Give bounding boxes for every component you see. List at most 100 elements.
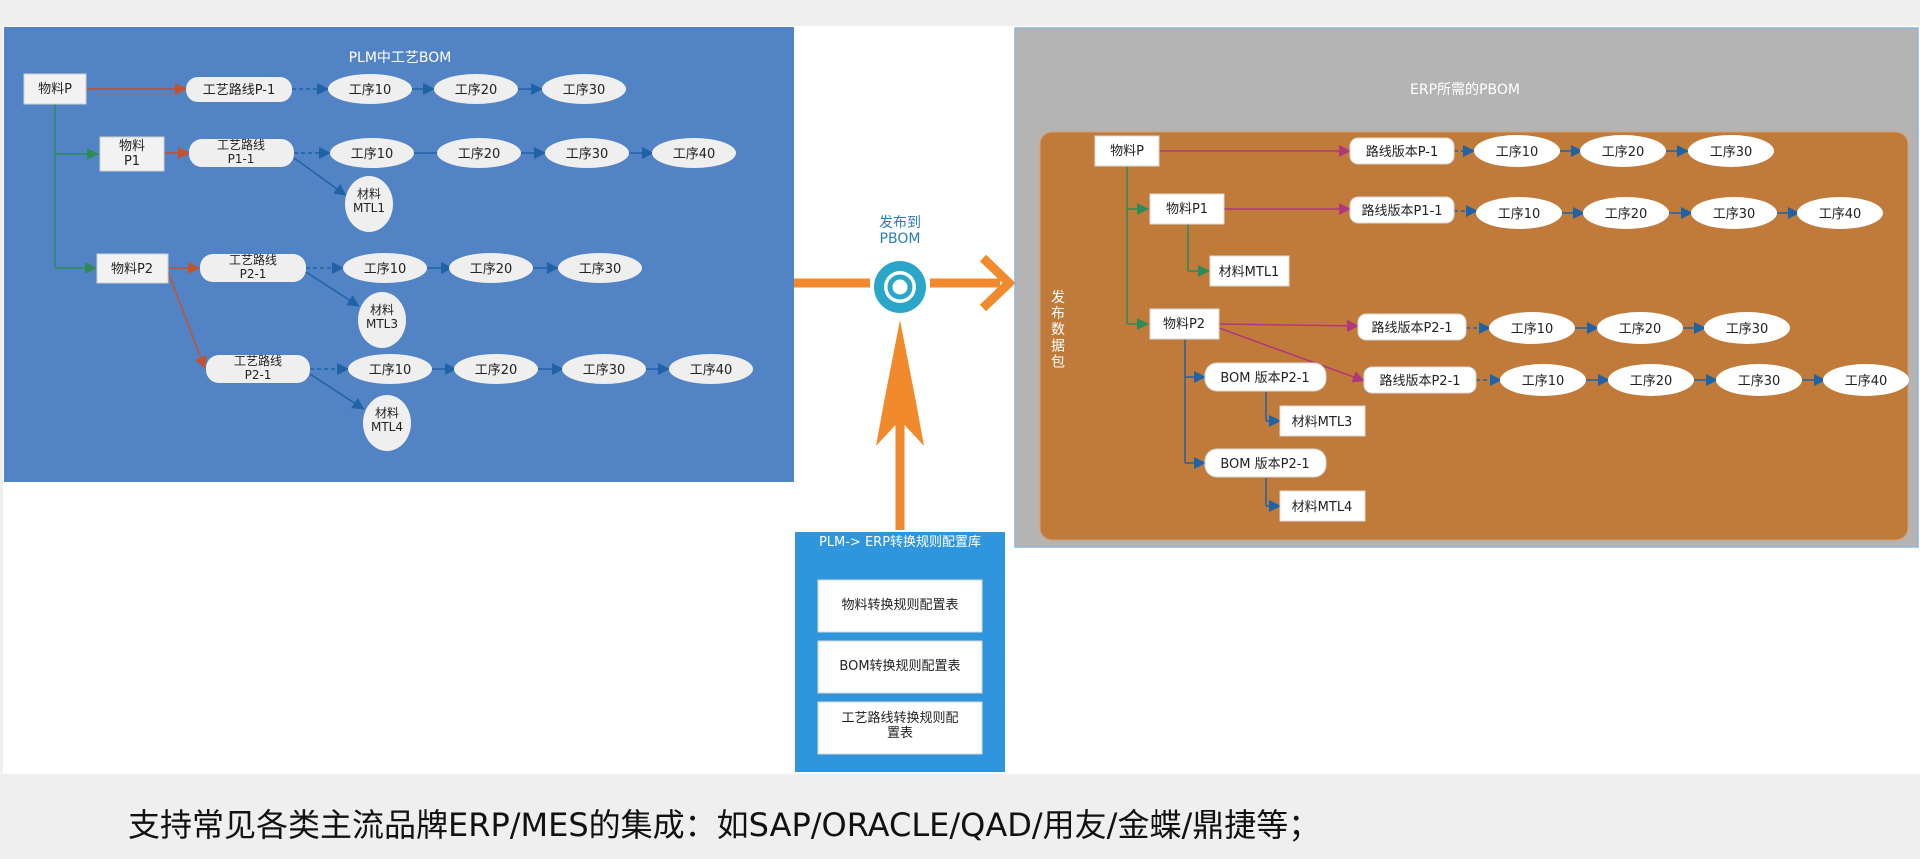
plm-route-p[interactable]: 工艺路线P-1 [186, 77, 292, 102]
op-node[interactable] [652, 138, 736, 168]
op-node[interactable] [1704, 312, 1790, 344]
op-node[interactable] [1608, 364, 1694, 396]
op-label: 工序40 [690, 363, 733, 378]
rule-material[interactable]: 物料转换规则配置表 [817, 579, 983, 633]
op-label: 工序20 [1602, 145, 1645, 160]
erp-route-p2a[interactable]: 路线版本P2-1 [1357, 313, 1467, 341]
svg-text:BOM 版本P2-1: BOM 版本P2-1 [1220, 371, 1309, 386]
op-node[interactable] [330, 138, 414, 168]
op-node[interactable] [1474, 135, 1560, 167]
op-node[interactable] [1823, 364, 1909, 396]
erp-mtl1[interactable]: 材料MTL1 [1209, 255, 1290, 287]
op-label: 工序10 [1496, 145, 1539, 160]
svg-text:BOM 版本P2-1: BOM 版本P2-1 [1220, 457, 1309, 472]
op-node[interactable] [343, 253, 427, 283]
erp-package-label: 发布数据包 [1051, 290, 1065, 370]
publish-icon[interactable] [874, 261, 926, 313]
erp-bom-p2b[interactable]: BOM 版本P2-1 [1204, 448, 1327, 478]
erp-ops-p1: 工序10 工序20 工序30 工序40 [1476, 197, 1883, 229]
erp-ops-p2b: 工序10 工序20 工序30 工序40 [1500, 364, 1909, 396]
op-node[interactable] [1716, 364, 1802, 396]
svg-text:材料MTL3: 材料MTL3 [366, 303, 398, 331]
erp-material-p[interactable]: 物料P [1094, 135, 1160, 167]
op-node[interactable] [1797, 197, 1883, 229]
erp-mtl4[interactable]: 材料MTL4 [1279, 490, 1366, 522]
svg-text:路线版本P1-1: 路线版本P1-1 [1361, 203, 1442, 219]
svg-text:路线版本P2-1: 路线版本P2-1 [1379, 373, 1460, 389]
op-label: 工序40 [1819, 207, 1862, 222]
plm-panel: PLM中工艺BOM [4, 27, 794, 482]
op-node[interactable] [545, 138, 629, 168]
erp-material-p1[interactable]: 物料P1 [1149, 193, 1225, 225]
op-node[interactable] [1580, 135, 1666, 167]
plm-material-p[interactable]: 物料P [23, 73, 87, 105]
op-label: 工序20 [1619, 322, 1662, 337]
diagram-canvas: PLM中工艺BOM [3, 26, 1920, 774]
svg-text:物料P2: 物料P2 [111, 262, 153, 277]
erp-bom-p2a[interactable]: BOM 版本P2-1 [1204, 362, 1327, 392]
op-node[interactable] [1489, 312, 1575, 344]
op-node[interactable] [1691, 197, 1777, 229]
op-node[interactable] [669, 354, 753, 384]
erp-material-p2[interactable]: 物料P2 [1149, 308, 1220, 340]
op-label: 工序30 [1710, 145, 1753, 160]
publish-arrow-head [979, 254, 1016, 312]
svg-text:物料转换规则配置表: 物料转换规则配置表 [841, 598, 958, 613]
svg-text:物料P1: 物料P1 [119, 139, 145, 169]
erp-route-p2b[interactable]: 路线版本P2-1 [1363, 366, 1477, 394]
op-node[interactable] [1476, 197, 1562, 229]
erp-data-package [1039, 131, 1909, 541]
plm-material-p2[interactable]: 物料P2 [96, 253, 169, 284]
svg-text:物料P: 物料P [38, 82, 72, 97]
op-label: 工序10 [349, 83, 392, 98]
rules-library-title: PLM-> ERP转换规则配置库 [819, 534, 981, 550]
op-label: 工序30 [1726, 322, 1769, 337]
svg-text:材料MTL1: 材料MTL1 [353, 187, 385, 215]
op-label: 工序10 [364, 262, 407, 277]
op-node[interactable] [348, 354, 432, 384]
op-node[interactable] [542, 74, 626, 104]
op-label: 工序30 [579, 262, 622, 277]
op-label: 工序30 [563, 83, 606, 98]
op-node[interactable] [449, 253, 533, 283]
op-node[interactable] [562, 354, 646, 384]
op-label: 工序20 [475, 363, 518, 378]
op-label: 工序10 [1522, 374, 1565, 389]
erp-route-p1[interactable]: 路线版本P1-1 [1349, 196, 1455, 224]
op-node[interactable] [1500, 364, 1586, 396]
op-label: 工序40 [673, 147, 716, 162]
op-node[interactable] [437, 138, 521, 168]
op-label: 工序20 [458, 147, 501, 162]
op-node[interactable] [434, 74, 518, 104]
op-node[interactable] [328, 74, 412, 104]
svg-text:物料P: 物料P [1110, 144, 1144, 159]
op-label: 工序10 [351, 147, 394, 162]
caption-text: 支持常见各类主流品牌ERP/MES的集成：如SAP/ORACLE/QAD/用友/… [128, 806, 1321, 844]
op-label: 工序20 [1605, 207, 1648, 222]
rule-route[interactable]: 工艺路线转换规则配置表 [817, 701, 983, 755]
erp-route-p[interactable]: 路线版本P-1 [1349, 137, 1455, 165]
op-label: 工序20 [470, 262, 513, 277]
op-node[interactable] [454, 354, 538, 384]
op-node[interactable] [1583, 197, 1669, 229]
op-node[interactable] [1597, 312, 1683, 344]
erp-mtl3[interactable]: 材料MTL3 [1279, 405, 1366, 437]
op-node[interactable] [1688, 135, 1774, 167]
svg-text:工艺路线转换规则配置表: 工艺路线转换规则配置表 [841, 710, 958, 741]
op-node[interactable] [558, 253, 642, 283]
op-label: 工序10 [1511, 322, 1554, 337]
rule-bom[interactable]: BOM转换规则配置表 [817, 640, 983, 694]
op-label: 工序30 [1713, 207, 1756, 222]
